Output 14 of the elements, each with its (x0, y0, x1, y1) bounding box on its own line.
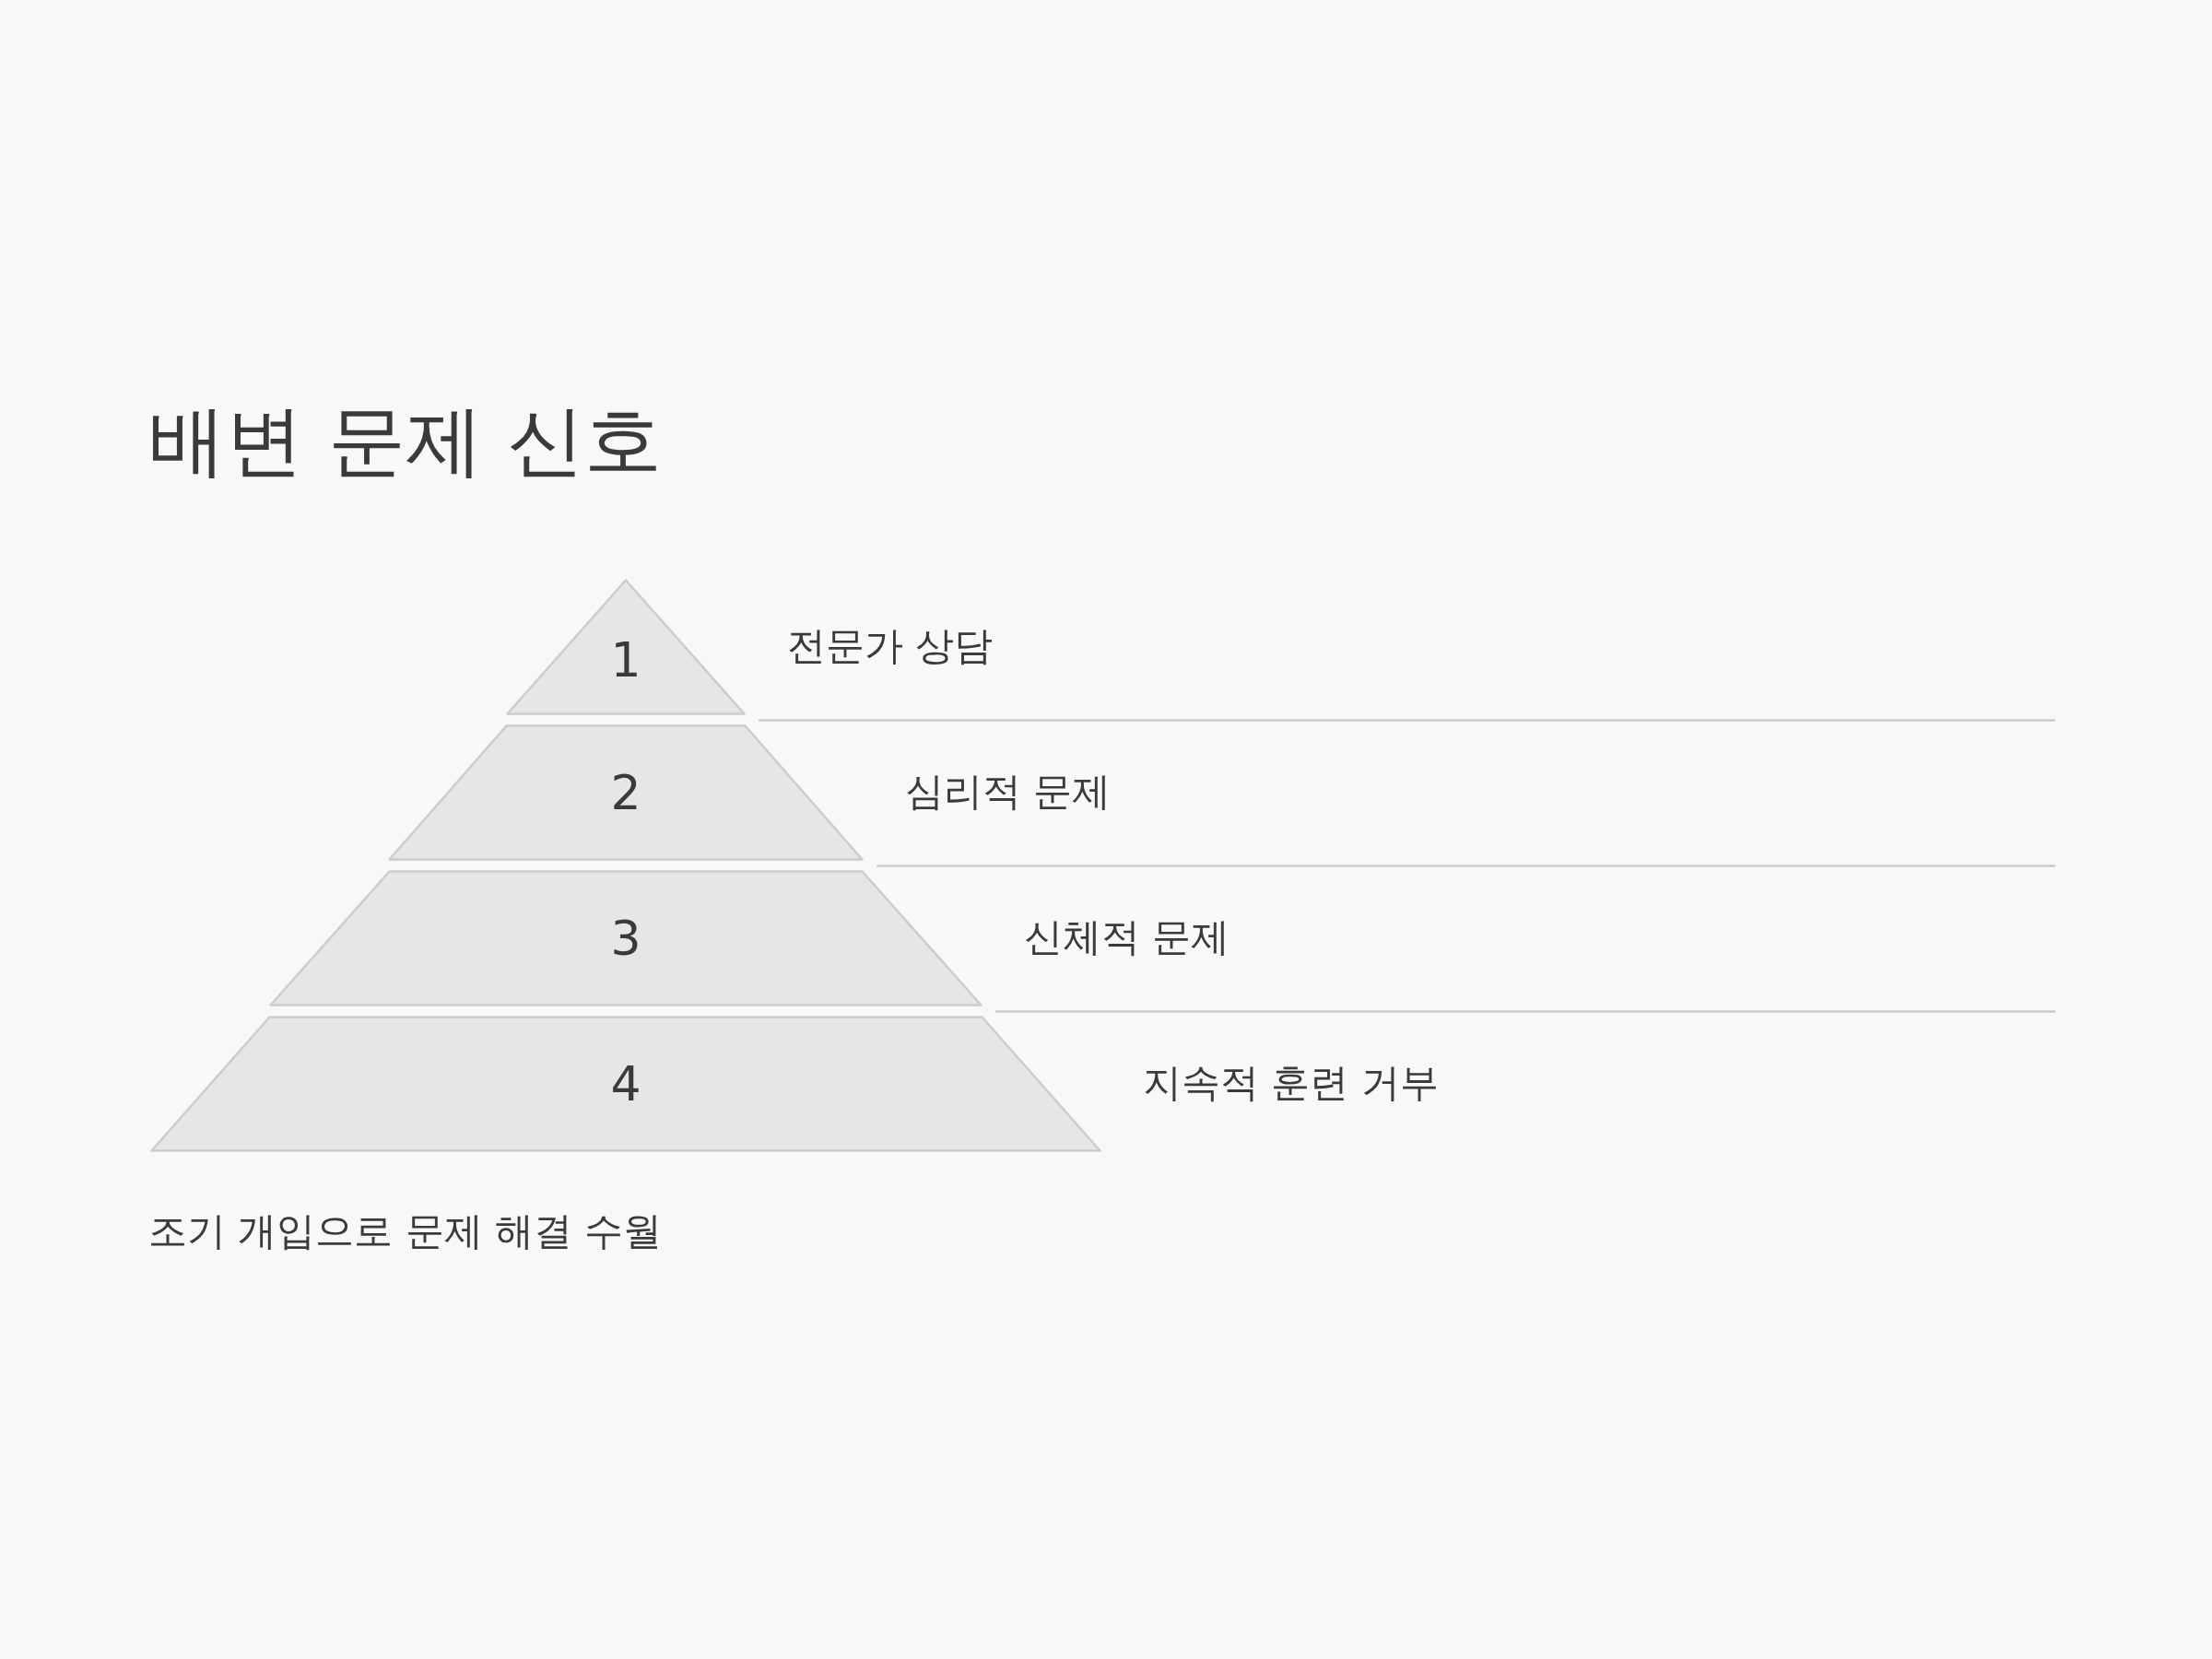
level-number: 4 (610, 1054, 641, 1113)
level-number: 3 (610, 909, 641, 968)
level-label: 지속적 훈련 거부 (1143, 1059, 1439, 1107)
pyramid-level (388, 724, 864, 861)
level-label: 신체적 문제 (1024, 913, 1230, 961)
level-number: 1 (610, 630, 641, 689)
pyramid-level (269, 870, 982, 1006)
level-label: 전문가 상담 (787, 622, 994, 670)
pyramid-level (150, 1016, 1101, 1152)
caption: 조기 개입으로 문제 해결 수월 (148, 1207, 663, 1255)
title: 배변 문제 신호 (148, 394, 663, 488)
level-label: 심리적 문제 (905, 768, 1112, 816)
level-number: 2 (610, 763, 641, 822)
pyramid-level (506, 579, 746, 715)
